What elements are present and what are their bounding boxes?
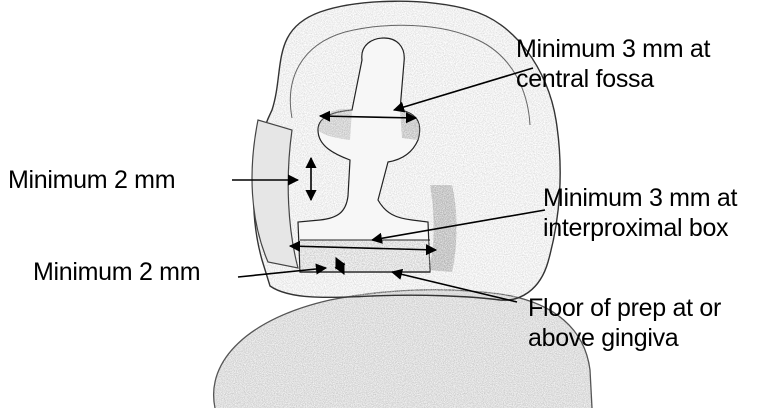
label-floor-of-prep-line1: Floor of prep at or xyxy=(528,293,721,323)
label-central-fossa-line2: central fossa xyxy=(516,64,710,94)
label-interproximal-box-line2: interproximal box xyxy=(543,213,737,243)
label-interproximal-box: Minimum 3 mm at interproximal box xyxy=(543,183,737,243)
label-gingival-depth-text: Minimum 2 mm xyxy=(33,257,200,287)
label-floor-of-prep: Floor of prep at or above gingiva xyxy=(528,293,721,353)
label-central-fossa-line1: Minimum 3 mm at xyxy=(516,34,710,64)
label-interproximal-box-line1: Minimum 3 mm at xyxy=(543,183,737,213)
label-central-fossa: Minimum 3 mm at central fossa xyxy=(516,34,710,94)
label-floor-of-prep-line2: above gingiva xyxy=(528,323,721,353)
label-axial-wall: Minimum 2 mm xyxy=(8,165,175,195)
label-axial-wall-text: Minimum 2 mm xyxy=(8,165,175,195)
label-gingival-depth: Minimum 2 mm xyxy=(33,257,200,287)
